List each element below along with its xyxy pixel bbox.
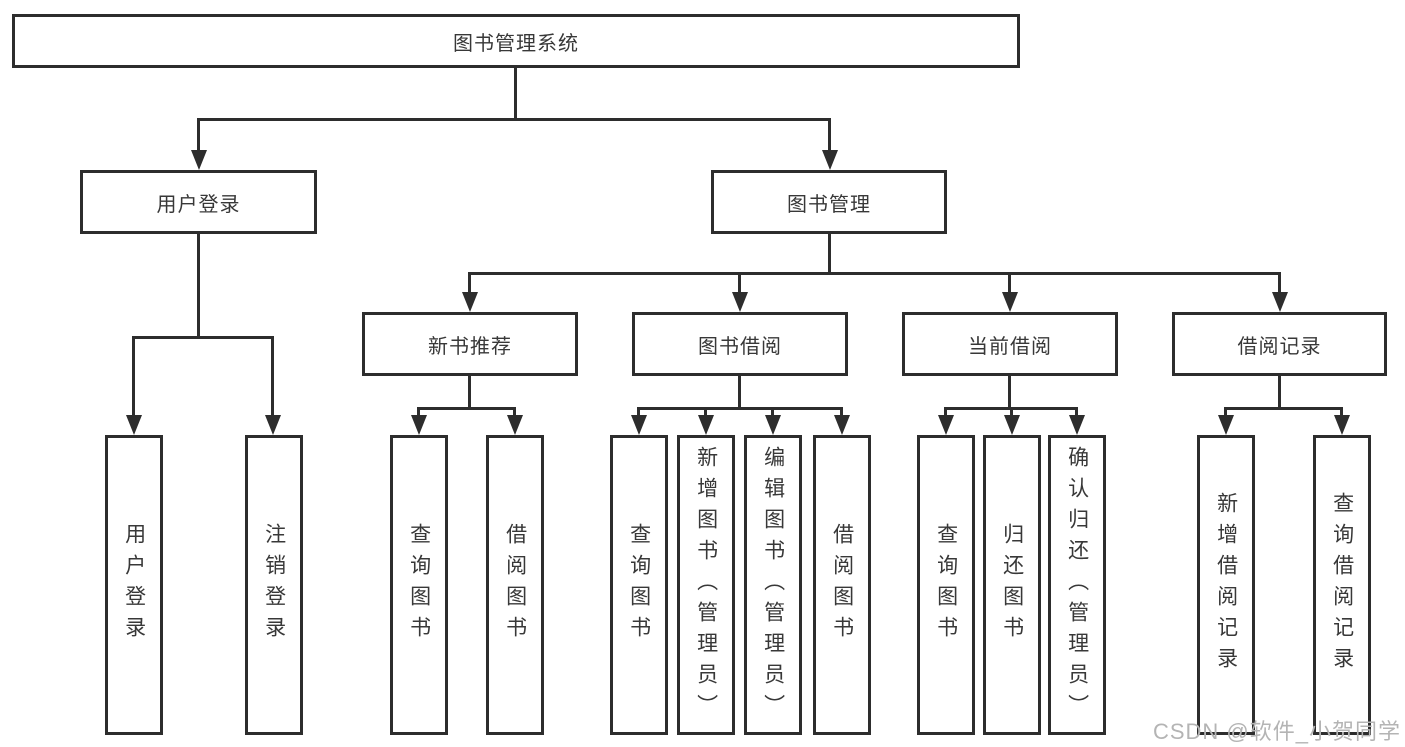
connector-drop-record bbox=[1278, 272, 1281, 296]
connector-record-rail bbox=[1224, 407, 1343, 410]
node-user-login-label: 用户登录 bbox=[156, 193, 241, 216]
connector-drop bbox=[1340, 407, 1343, 418]
leaf-record-add: 新增借阅记录 bbox=[1197, 435, 1255, 735]
leaf-borrow-edit-admin: 编辑图书（管理员） bbox=[744, 435, 802, 735]
connector-user-login-stem bbox=[197, 234, 200, 338]
leaf-record-query: 查询借阅记录 bbox=[1313, 435, 1371, 735]
leaf-current-return: 归还图书 bbox=[983, 435, 1041, 735]
arrow-down-icon bbox=[126, 415, 142, 435]
arrow-down-icon bbox=[631, 415, 647, 435]
node-root-label: 图书管理系统 bbox=[453, 32, 579, 55]
leaf-user-login: 用户登录 bbox=[105, 435, 163, 735]
leaf-borrow-add-admin: 新增图书（管理员） bbox=[677, 435, 735, 735]
arrow-down-icon bbox=[1002, 292, 1018, 312]
connector-drop-new-book bbox=[468, 272, 471, 296]
connector-drop-current bbox=[1008, 272, 1011, 296]
leaf-borrow-query: 查询图书 bbox=[610, 435, 668, 735]
connector-drop bbox=[1010, 407, 1013, 418]
connector-drop-book-mgmt bbox=[828, 118, 831, 152]
leaf-user-login-label: 用户登录 bbox=[122, 523, 146, 647]
arrow-down-icon bbox=[1004, 415, 1020, 435]
node-current-borrow-label: 当前借阅 bbox=[968, 335, 1052, 358]
leaf-current-confirm-admin-label: 确认归还（管理员） bbox=[1065, 445, 1089, 725]
arrow-down-icon bbox=[1218, 415, 1234, 435]
arrow-down-icon bbox=[507, 415, 523, 435]
node-book-mgmt: 图书管理 bbox=[711, 170, 947, 234]
connector-drop-leaf-logout bbox=[271, 336, 274, 416]
connector-drop bbox=[417, 407, 420, 418]
connector-drop bbox=[513, 407, 516, 418]
leaf-borrow-add-admin-label: 新增图书（管理员） bbox=[694, 445, 718, 725]
connector-drop bbox=[1075, 407, 1078, 418]
leaf-current-query: 查询图书 bbox=[917, 435, 975, 735]
connector-current-stem bbox=[1008, 376, 1011, 409]
connector-record-stem bbox=[1278, 376, 1281, 409]
csdn-watermark: CSDN @软件_小贺同学 bbox=[1152, 719, 1401, 744]
leaf-current-query-label: 查询图书 bbox=[934, 523, 958, 647]
connector-drop bbox=[637, 407, 640, 418]
node-book-mgmt-label: 图书管理 bbox=[787, 193, 871, 216]
leaf-newbook-query-label: 查询图书 bbox=[407, 523, 431, 647]
arrow-down-icon bbox=[822, 150, 838, 170]
arrow-down-icon bbox=[1272, 292, 1288, 312]
connector-new-book-stem bbox=[468, 376, 471, 409]
arrow-down-icon bbox=[411, 415, 427, 435]
leaf-logout: 注销登录 bbox=[245, 435, 303, 735]
connector-drop-borrow bbox=[738, 272, 741, 296]
leaf-newbook-borrow-label: 借阅图书 bbox=[503, 523, 527, 647]
connector-root-stem bbox=[514, 68, 517, 120]
leaf-borrow-query-label: 查询图书 bbox=[627, 523, 651, 647]
connector-book-borrow-stem bbox=[738, 376, 741, 409]
leaf-borrow-borrow: 借阅图书 bbox=[813, 435, 871, 735]
node-book-borrow-label: 图书借阅 bbox=[698, 335, 782, 358]
connector-root-rail bbox=[197, 118, 831, 121]
connector-drop bbox=[704, 407, 707, 418]
node-root: 图书管理系统 bbox=[12, 14, 1020, 68]
node-new-book-rec: 新书推荐 bbox=[362, 312, 578, 376]
connector-drop bbox=[840, 407, 843, 418]
node-current-borrow: 当前借阅 bbox=[902, 312, 1118, 376]
arrow-down-icon bbox=[462, 292, 478, 312]
leaf-borrow-edit-admin-label: 编辑图书（管理员） bbox=[761, 445, 785, 725]
connector-drop bbox=[1224, 407, 1227, 418]
arrow-down-icon bbox=[698, 415, 714, 435]
node-borrow-record-label: 借阅记录 bbox=[1237, 335, 1322, 358]
arrow-down-icon bbox=[938, 415, 954, 435]
leaf-logout-label: 注销登录 bbox=[262, 523, 286, 647]
connector-drop-leaf-login bbox=[132, 336, 135, 416]
leaf-newbook-borrow: 借阅图书 bbox=[486, 435, 544, 735]
arrow-down-icon bbox=[191, 150, 207, 170]
node-book-borrow: 图书借阅 bbox=[632, 312, 848, 376]
leaf-newbook-query: 查询图书 bbox=[390, 435, 448, 735]
arrow-down-icon bbox=[1069, 415, 1085, 435]
arrow-down-icon bbox=[765, 415, 781, 435]
leaf-record-add-label: 新增借阅记录 bbox=[1214, 492, 1238, 678]
leaf-current-confirm-admin: 确认归还（管理员） bbox=[1048, 435, 1106, 735]
connector-drop-user-login bbox=[197, 118, 200, 152]
node-user-login: 用户登录 bbox=[80, 170, 317, 234]
connector-book-borrow-rail bbox=[637, 407, 843, 410]
leaf-borrow-borrow-label: 借阅图书 bbox=[830, 523, 854, 647]
arrow-down-icon bbox=[834, 415, 850, 435]
leaf-current-return-label: 归还图书 bbox=[1000, 523, 1024, 647]
arrow-down-icon bbox=[1334, 415, 1350, 435]
arrow-down-icon bbox=[265, 415, 281, 435]
connector-book-mgmt-rail bbox=[468, 272, 1281, 275]
connector-drop bbox=[944, 407, 947, 418]
arrow-down-icon bbox=[732, 292, 748, 312]
connector-new-book-rail bbox=[417, 407, 516, 410]
connector-user-login-rail bbox=[132, 336, 274, 339]
leaf-record-query-label: 查询借阅记录 bbox=[1330, 492, 1354, 678]
connector-book-mgmt-stem bbox=[828, 234, 831, 274]
node-borrow-record: 借阅记录 bbox=[1172, 312, 1387, 376]
node-new-book-rec-label: 新书推荐 bbox=[428, 335, 512, 358]
connector-drop bbox=[771, 407, 774, 418]
